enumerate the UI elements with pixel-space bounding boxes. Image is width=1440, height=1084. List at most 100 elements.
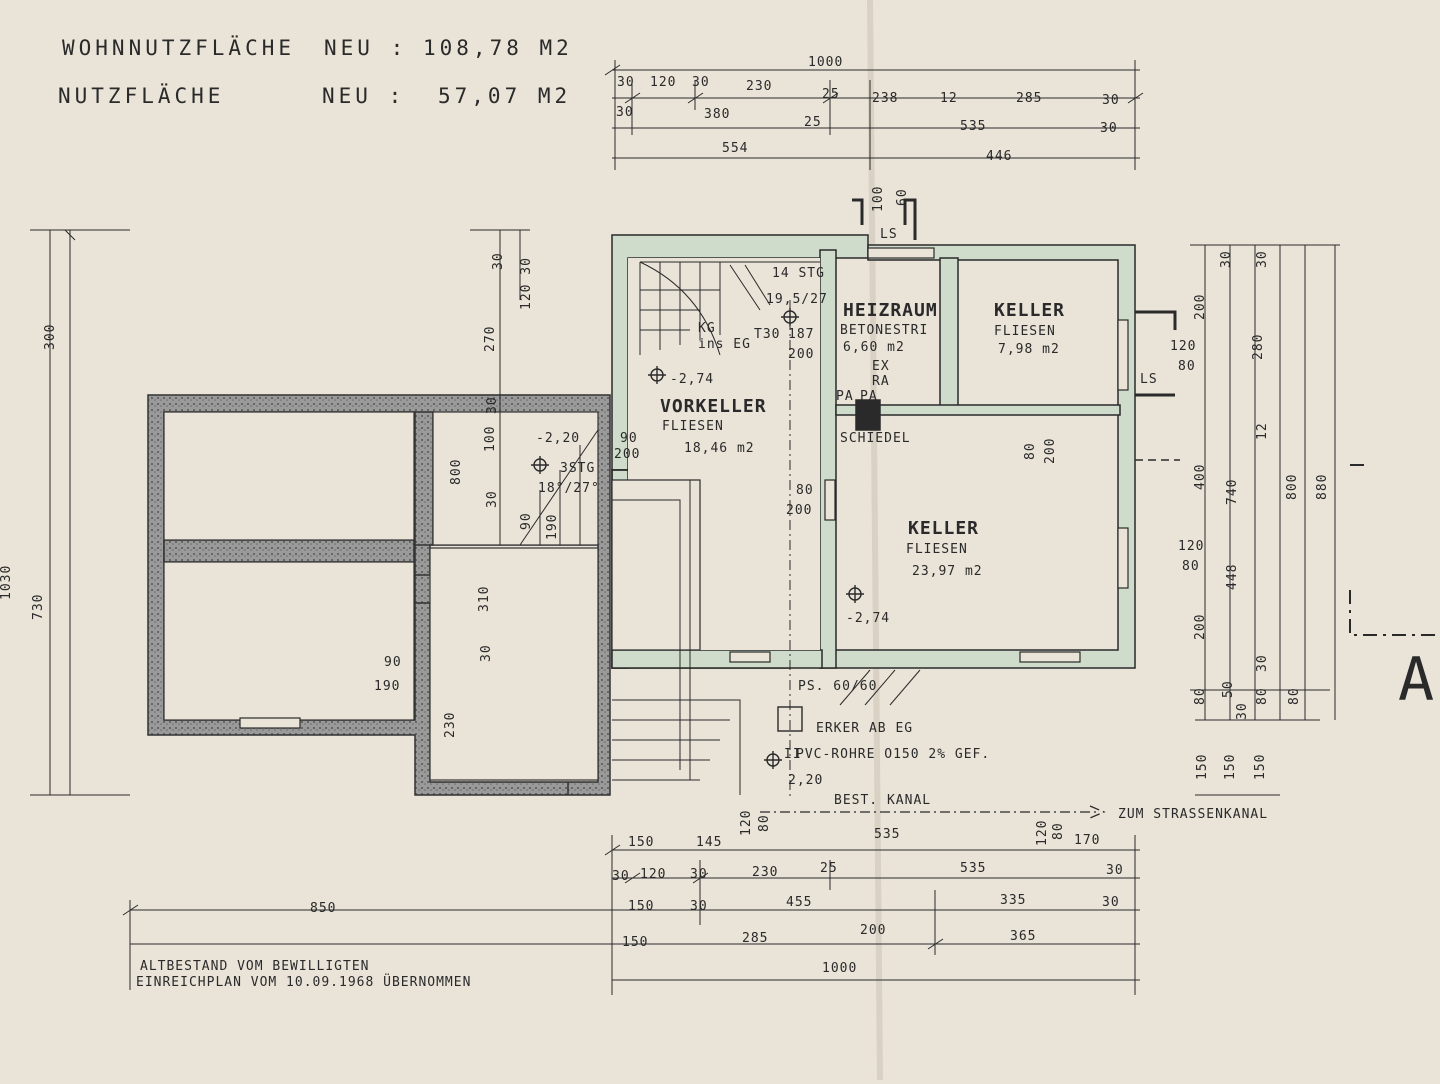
dim-left-in-9: 230 <box>443 711 458 738</box>
dim-right-c1-0: 200 <box>1193 293 1208 320</box>
dim-bot-r1-0: 150 <box>628 835 655 850</box>
dim-bot-overall: 1000 <box>822 961 858 976</box>
kanal-label: BEST. KANAL <box>834 793 932 808</box>
dim-left-in-0: 30 <box>491 252 506 270</box>
usable-area-tag: NEU : <box>322 84 406 108</box>
dim-left-in-7: 310 <box>477 585 492 612</box>
altbestand-note-2: EINREICHPLAN VOM 10.09.1968 ÜBERNOMMEN <box>136 975 472 990</box>
dim-right-c2-1: 280 <box>1251 333 1266 360</box>
dim-top-r1-5: 238 <box>872 91 899 106</box>
ls-right-bracket <box>1135 310 1177 397</box>
ls-top-bracket <box>852 198 917 240</box>
old-room-3 <box>432 411 599 546</box>
dim-right-c1-1: 120 <box>1178 539 1205 554</box>
dim-right-c3-4: 150 <box>1253 753 1268 780</box>
dim-right-c1-3: 400 <box>1193 463 1208 490</box>
main-stair-ratio: 19,5/27 <box>766 292 828 307</box>
section-mark: A <box>1398 645 1435 715</box>
dim-top-r2-1: 380 <box>704 107 731 122</box>
dim-bot-r3-4: 335 <box>1000 893 1027 908</box>
dim-bot-r1-1: 145 <box>696 835 723 850</box>
level-old: -2,20 <box>536 431 581 446</box>
usable-area-label: NUTZFLÄCHE <box>58 84 225 108</box>
windows <box>239 247 1129 729</box>
room-keller-large-name: KELLER <box>908 518 980 539</box>
dim-right-c3-0: 30 <box>1255 250 1270 268</box>
dim-left-outer-0: 1030 <box>0 564 14 600</box>
dim-bot-r3-3: 455 <box>786 895 813 910</box>
room-keller-small-name: KELLER <box>994 300 1066 321</box>
dim-top-r1-8: 30 <box>1102 93 1120 108</box>
dim-top-r2-2: 25 <box>804 115 822 130</box>
dim-bot-r2-2: 30 <box>690 867 708 882</box>
dim-top-r1-2: 30 <box>692 75 710 90</box>
dim-right-c1-6: 200 <box>1193 613 1208 640</box>
dim-ls-1: 60 <box>895 188 910 206</box>
dim-right-c1-8: 150 <box>1195 753 1210 780</box>
main-stair-steps: 14 STG <box>772 266 825 281</box>
dim-ls-win-w: 120 <box>1170 339 1197 354</box>
old-room-2 <box>163 561 415 721</box>
dim-v-door-w: 80 <box>796 483 814 498</box>
dim-top-r3-1: 446 <box>986 149 1013 164</box>
level-keller: -2,74 <box>846 611 891 626</box>
dim-bot-s-1: 80 <box>757 814 772 832</box>
old-staircase <box>519 429 599 546</box>
dim-left-in-12: 90 <box>384 655 402 670</box>
dim-top-r2-0: 30 <box>616 105 634 120</box>
dim-bot-r3-1: 150 <box>628 899 655 914</box>
room-keller-small-finish: FLIESEN <box>994 324 1056 339</box>
dim-right-c3-2: 30 <box>1255 654 1270 672</box>
living-area-label: WOHNNUTZFLÄCHE <box>62 36 296 60</box>
outer-steps <box>612 479 741 795</box>
kg-sublabel: ins EG <box>698 337 751 352</box>
level-markers <box>531 308 864 769</box>
living-area-value: 108,78 M2 <box>423 36 573 60</box>
ls-top-label: LS <box>880 227 898 242</box>
dim-top-r1-1: 120 <box>650 75 677 90</box>
pvc-label: PVC-ROHRE O150 2% GEF. <box>796 747 991 762</box>
dim-bot-r2-5: 535 <box>960 861 987 876</box>
dim-top-r2-4: 30 <box>1100 121 1118 136</box>
dim-bot-r3-2: 30 <box>690 899 708 914</box>
dim-right-c2-6: 30 <box>1235 702 1250 720</box>
dim-top-r1-0: 30 <box>617 75 635 90</box>
main-staircase <box>639 261 820 356</box>
dim-bot-r2-4: 25 <box>820 861 838 876</box>
dim-top-r2-3: 535 <box>960 119 987 134</box>
pa-label-1: PA <box>836 389 854 404</box>
dim-right-c2-5: 50 <box>1221 680 1236 698</box>
dim-bot-r4-0: 150 <box>622 935 649 950</box>
erker-box <box>777 706 803 732</box>
kanal-arrow <box>760 805 1106 819</box>
dim-k-door-w: 80 <box>1023 442 1038 460</box>
dim-left-outer-2: 730 <box>31 593 46 620</box>
dim-ls-0: 100 <box>871 185 886 212</box>
level-vorkeller: -2,74 <box>670 372 715 387</box>
dim-top-r1-6: 12 <box>940 91 958 106</box>
ps-label: PS. 60/60 <box>798 679 878 694</box>
dim-bot-r1-3: 170 <box>1074 833 1101 848</box>
dim-top-r1-3: 230 <box>746 79 773 94</box>
dim-bot-r1-2: 535 <box>874 827 901 842</box>
chimney-label: SCHIEDEL <box>840 431 911 446</box>
room-keller-small-area: 7,98 m2 <box>998 342 1060 357</box>
dim-right-c4-1: 80 <box>1287 687 1302 705</box>
dim-bot-r2-1: 120 <box>640 867 667 882</box>
paper-fold <box>867 0 883 1081</box>
dim-bot-r4-2: 200 <box>860 923 887 938</box>
pa-label-2: PA <box>860 389 878 404</box>
room-heizraum-area: 6,60 m2 <box>843 340 905 355</box>
door-type: T30 <box>754 327 781 342</box>
dim-right-c4-0: 880 <box>1315 473 1330 500</box>
dim-right-c2-3: 740 <box>1225 478 1240 505</box>
outer-stair-area <box>611 479 701 651</box>
strassenkanal-label: ZUM STRASSENKANAL <box>1118 807 1269 822</box>
dim-top-overall: 1000 <box>808 55 844 70</box>
dim-left-in-10: 90 <box>519 512 534 530</box>
erker-label: ERKER AB EG <box>816 721 914 736</box>
dim-left-in-13: 190 <box>374 679 401 694</box>
dim-right-c2-2: 12 <box>1255 422 1270 440</box>
